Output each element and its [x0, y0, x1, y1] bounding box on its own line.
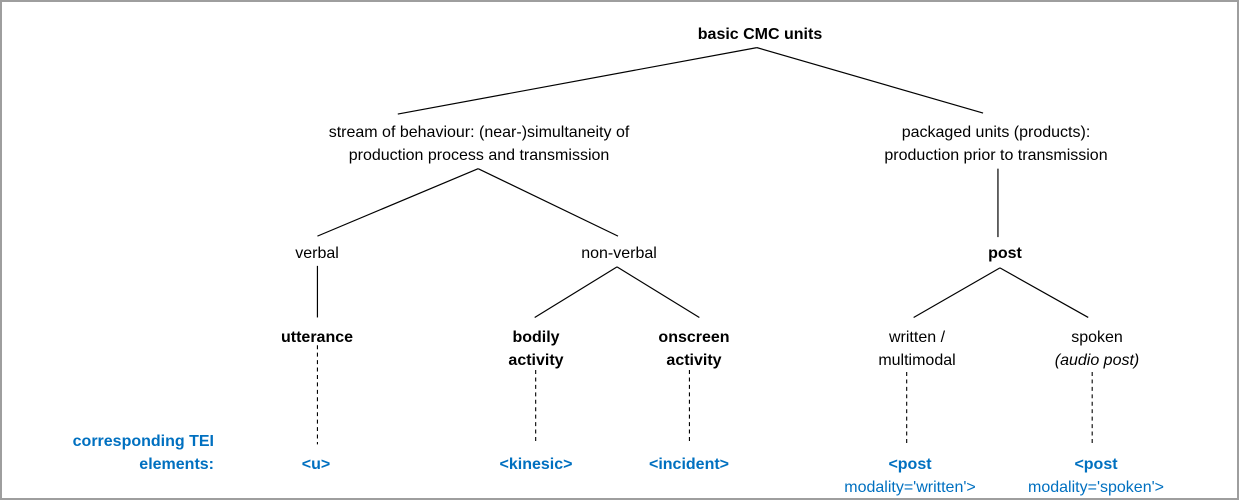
tei-post-spoken-line1: <post — [1074, 456, 1118, 473]
tei-post-written-line2: modality='written'> — [844, 479, 976, 496]
node-bodily-line1: bodily — [512, 329, 560, 346]
tei-element-post-written: <post modality='written'> — [844, 453, 976, 498]
node-post: post — [988, 245, 1022, 262]
node-packaged-line2: production prior to transmission — [884, 147, 1108, 164]
tei-caption-line1: corresponding TEI — [72, 433, 214, 450]
tei-caption: corresponding TEI elements: — [32, 430, 214, 476]
tei-post-written-line1: <post — [888, 456, 932, 473]
connector-post-to-written — [913, 267, 1001, 318]
node-onscreen-activity: onscreen activity — [658, 326, 729, 372]
node-spoken-audio-post: spoken (audio post) — [1055, 326, 1140, 372]
node-written-line1: written / — [888, 329, 946, 346]
connector-root-to-packaged — [756, 47, 984, 114]
node-stream-of-behaviour: stream of behaviour: (near-)simultaneity… — [329, 121, 630, 167]
tei-caption-line2: elements: — [139, 456, 214, 473]
connector-post-to-spoken — [999, 267, 1089, 318]
node-verbal: verbal — [295, 245, 339, 262]
node-spoken-line1: spoken — [1071, 329, 1123, 346]
node-stream-line1: stream of behaviour: (near-)simultaneity… — [328, 124, 630, 141]
tei-post-spoken-line2: modality='spoken'> — [1028, 479, 1164, 496]
tei-element-post-spoken: <post modality='spoken'> — [1028, 453, 1164, 498]
connector-root-to-stream — [397, 47, 758, 115]
node-packaged-line1: packaged units (products): — [901, 124, 1091, 141]
connector-nonverbal-to-bodily — [534, 266, 618, 318]
tei-element-incident: <incident> — [648, 456, 730, 473]
node-bodily-activity: bodily activity — [508, 326, 563, 372]
node-basic-cmc-units: basic CMC units — [697, 26, 823, 43]
node-written-line2: multimodal — [878, 352, 956, 369]
node-onscreen-line2: activity — [666, 352, 722, 369]
node-written-multimodal: written / multimodal — [878, 326, 955, 372]
node-bodily-line2: activity — [508, 352, 564, 369]
node-utterance: utterance — [280, 329, 354, 346]
node-non-verbal: non-verbal — [581, 245, 657, 262]
tei-element-u: <u> — [301, 456, 331, 473]
node-onscreen-line1: onscreen — [658, 329, 730, 346]
connector-stream-to-verbal — [317, 168, 479, 237]
connector-stream-to-nonverbal — [477, 168, 619, 237]
connector-nonverbal-to-onscreen — [616, 266, 700, 318]
node-spoken-line2: (audio post) — [1054, 352, 1140, 369]
tei-element-kinesic: <kinesic> — [499, 456, 573, 473]
node-stream-line2: production process and transmission — [348, 147, 610, 164]
node-packaged-units: packaged units (products): production pr… — [884, 121, 1107, 167]
